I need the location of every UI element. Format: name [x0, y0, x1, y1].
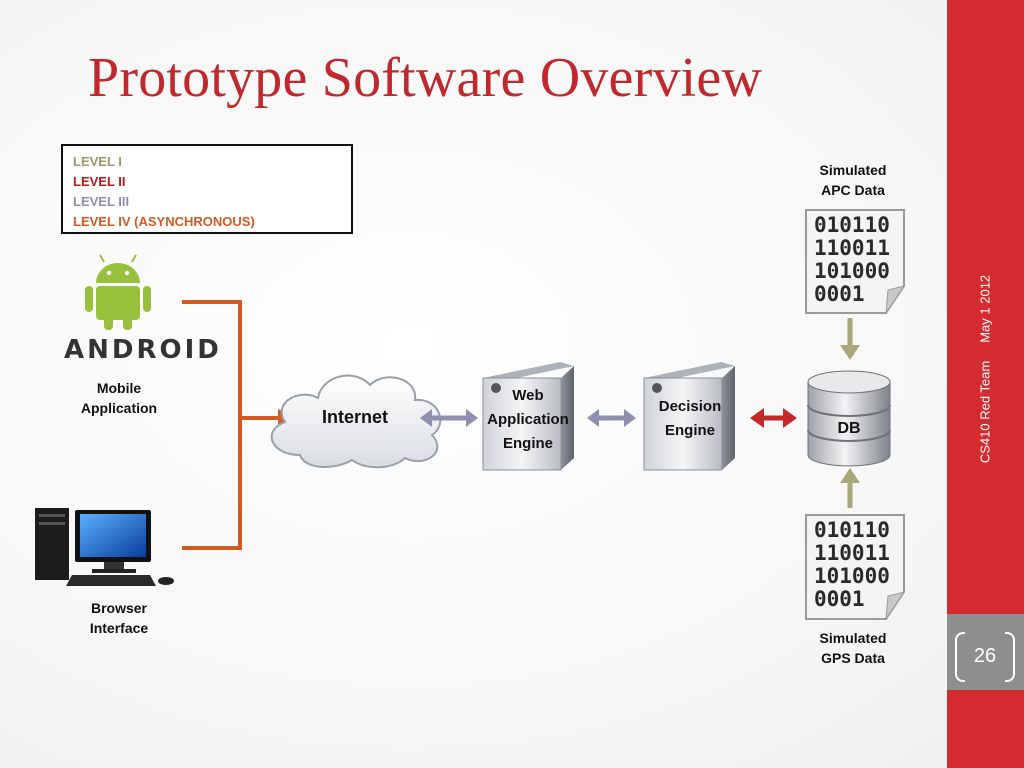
legend-level-3: LEVEL III [73, 194, 130, 209]
connector-level-2 [750, 408, 797, 428]
browser-label-line1: Browser [90, 600, 148, 616]
slide-title: Prototype Software Overview [88, 47, 763, 109]
connector-level-3 [420, 409, 636, 427]
decision-label-line2: Engine [664, 422, 715, 439]
web-engine-server-icon [482, 362, 574, 471]
apc-label-line1: Simulated [819, 162, 887, 178]
gps-label-line1: Simulated [819, 630, 887, 646]
apc-label-line2: APC Data [821, 182, 885, 198]
mobile-app-label: Mobile Application [81, 378, 157, 418]
connector-level-1 [840, 318, 860, 508]
gps-label-line2: GPS Data [821, 650, 885, 666]
apc-binary-text: 010110 110011 101000 0001 [814, 213, 890, 306]
web-engine-label-line3: Engine [502, 435, 554, 452]
mobile-label-line1: Mobile [96, 380, 142, 396]
web-engine-label: Web Application Engine [487, 384, 569, 456]
page-number: 26 [973, 645, 997, 667]
page-bracket-left [955, 632, 965, 682]
decision-label-line1: Decision [658, 398, 722, 415]
decision-engine-server-icon [643, 362, 735, 471]
desktop-computer-icon [35, 508, 174, 586]
decision-engine-label: Decision Engine [659, 395, 722, 443]
page-bracket-right [1005, 632, 1015, 682]
apc-data-label: Simulated APC Data [820, 160, 887, 200]
apc-file-shape [805, 209, 906, 314]
legend-level-4: LEVEL IV (ASYNCHRONOUS) [73, 214, 255, 229]
mobile-label-line2: Application [80, 400, 158, 416]
db-label: DB [837, 420, 861, 437]
gps-file-shape [805, 514, 906, 620]
android-icon [85, 254, 151, 330]
gps-data-label: Simulated GPS Data [820, 628, 887, 668]
legend-level-2: LEVEL II [73, 174, 126, 189]
database-icon [807, 370, 891, 467]
legend-level-1: LEVEL I [73, 154, 122, 169]
android-wordmark: ANDROID [64, 335, 222, 365]
web-engine-label-line2: Application [487, 411, 569, 428]
browser-interface-label: Browser Interface [90, 598, 148, 638]
cloud-icon [270, 374, 442, 469]
gps-binary-text: 010110 110011 101000 0001 [814, 518, 890, 611]
browser-label-line2: Interface [89, 620, 149, 636]
legend-box: LEVEL I LEVEL II LEVEL III LEVEL IV (ASY… [61, 144, 353, 234]
internet-label: Internet [321, 407, 389, 427]
web-engine-label-line1: Web [512, 387, 544, 404]
